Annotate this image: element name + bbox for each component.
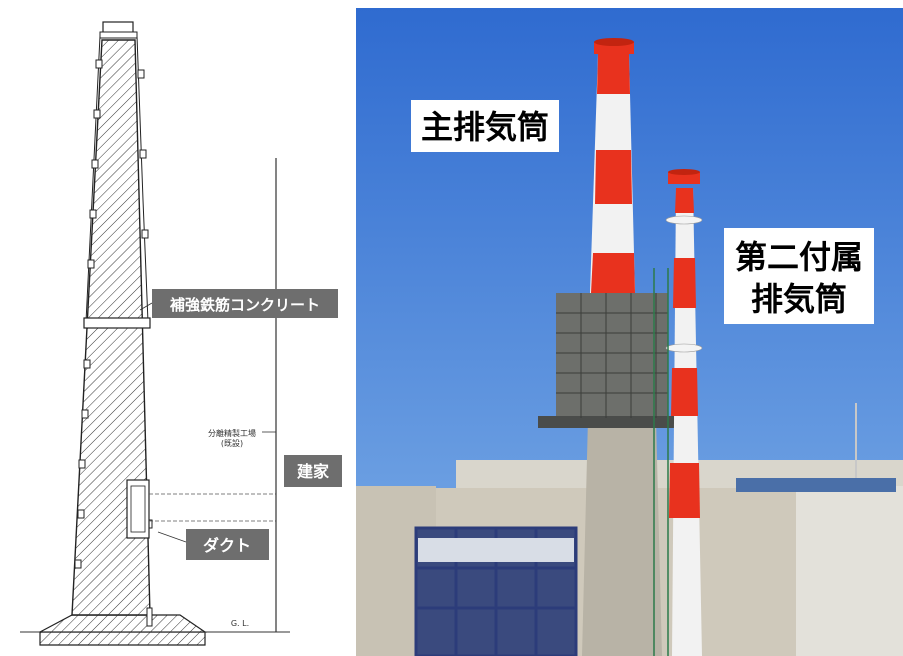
foundation [39, 631, 206, 646]
reinforce-label: 補強鉄筋コンクリート [169, 296, 320, 314]
gl-label: G. L. [231, 619, 249, 628]
reinforce-label-box [152, 289, 338, 318]
plant-label-line1: 分離精製工場 [208, 428, 256, 438]
plant-label-line2: (既設) [221, 438, 243, 448]
duct-label-box [186, 529, 269, 560]
reinforce-outline-right [136, 35, 149, 323]
aux-stack [665, 169, 703, 656]
foundation-top [39, 614, 207, 633]
reinforce-outline-left [85, 35, 101, 323]
building-label: 建家 [297, 462, 330, 481]
building-label-box [284, 455, 342, 487]
main-stack-label-box [411, 100, 559, 152]
reinforce-band [83, 317, 151, 329]
aux-stack-label-line1: 第二付属 [735, 238, 863, 276]
aux-stack-label-box [724, 228, 874, 324]
aux-stack-label-line2: 排気筒 [751, 280, 847, 318]
stack-brackets [74, 59, 153, 627]
stack-photo: 主排気筒 第二付属 排気筒 [356, 8, 903, 656]
duct-label: ダクト [203, 536, 251, 555]
main-stack [538, 38, 688, 656]
lattice-tower [653, 268, 669, 656]
main-stack-label: 主排気筒 [421, 108, 549, 146]
stack-elevation-drawing: 補強鉄筋コンクリート 分離精製工場 (既設) 建家 ダクト G. L. [20, 21, 342, 646]
